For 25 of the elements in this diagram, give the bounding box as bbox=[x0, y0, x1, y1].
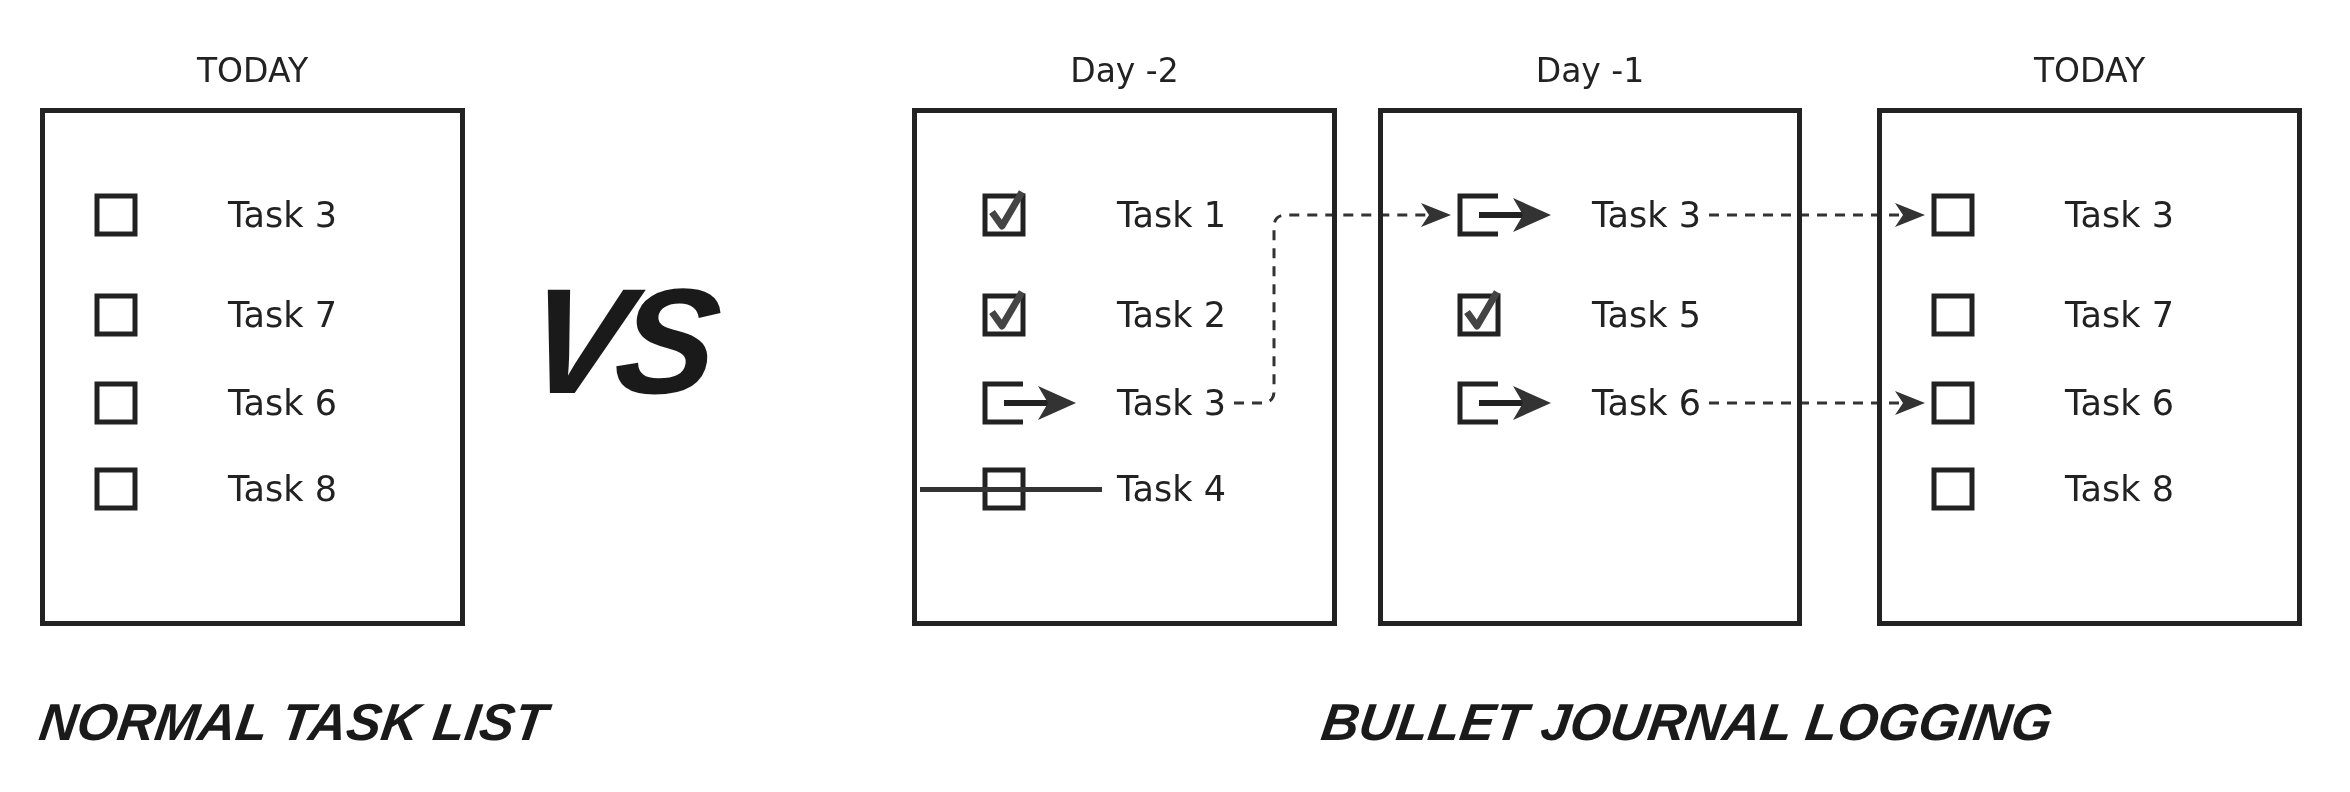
caption-text: BULLET JOURNAL LOGGING bbox=[1317, 692, 2057, 752]
task-label: Task 7 bbox=[2065, 295, 2174, 335]
panel-heading: TODAY bbox=[195, 51, 310, 90]
task-label: Task 3 bbox=[1592, 195, 1701, 235]
task-label: Task 6 bbox=[228, 383, 337, 423]
caption-text: NORMAL TASK LIST bbox=[35, 692, 551, 752]
task-label: Task 3 bbox=[1117, 383, 1226, 423]
panel-heading: TODAY bbox=[2032, 51, 2147, 90]
task-label: Task 3 bbox=[2065, 195, 2174, 235]
dashed-arrow bbox=[1709, 203, 1925, 227]
task-label: Task 6 bbox=[2065, 383, 2174, 423]
task-label: Task 4 bbox=[1117, 469, 1226, 509]
task-label: Task 1 bbox=[1117, 195, 1226, 235]
task-label: Task 6 bbox=[1592, 383, 1701, 423]
dashed-arrow bbox=[1234, 203, 1451, 405]
task-label: Task 8 bbox=[228, 469, 337, 509]
panel-heading: Day -2 bbox=[1069, 51, 1180, 90]
panel-heading: Day -1 bbox=[1534, 51, 1646, 90]
task-label: Task 5 bbox=[1592, 295, 1701, 335]
task-label: Task 3 bbox=[228, 195, 337, 235]
task-label: Task 2 bbox=[1117, 295, 1226, 335]
vs-lettering: VS bbox=[515, 256, 721, 427]
task-label: Task 7 bbox=[228, 295, 337, 335]
task-label: Task 8 bbox=[2065, 469, 2174, 509]
dashed-arrow bbox=[1709, 391, 1925, 415]
